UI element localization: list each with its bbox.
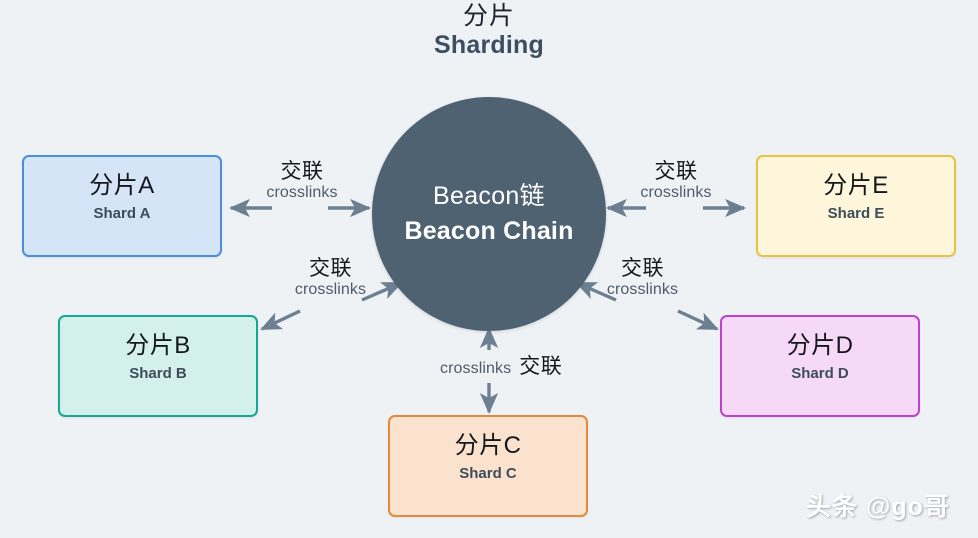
crosslink-label-d: 交联 crosslinks bbox=[570, 257, 715, 300]
crosslink-d-chinese: 交联 bbox=[621, 257, 664, 280]
crosslink-label-b: 交联 crosslinks bbox=[258, 257, 403, 300]
crosslink-c-english: crosslinks bbox=[440, 360, 512, 377]
crosslink-e-chinese: 交联 bbox=[654, 160, 698, 183]
title-chinese: 分片 bbox=[462, 2, 515, 30]
shard-node-a[interactable]: 分片A Shard A bbox=[22, 155, 222, 257]
crosslink-d-english: crosslinks bbox=[606, 281, 679, 299]
beacon-chain-node[interactable]: Beacon链 Beacon Chain bbox=[372, 97, 606, 331]
shard-b-label-english: Shard B bbox=[129, 365, 187, 382]
shard-node-e[interactable]: 分片E Shard E bbox=[756, 155, 956, 257]
shard-node-b[interactable]: 分片B Shard B bbox=[58, 315, 258, 417]
shard-a-label-english: Shard A bbox=[93, 205, 151, 222]
shard-e-label-chinese: 分片E bbox=[823, 172, 889, 199]
crosslink-c-chinese: 交联 bbox=[519, 355, 563, 378]
beacon-chain-label-chinese: Beacon链 bbox=[433, 181, 545, 210]
shard-c-label-english: Shard C bbox=[459, 465, 517, 482]
shard-c-label-chinese: 分片C bbox=[454, 432, 522, 459]
shard-a-label-chinese: 分片A bbox=[89, 172, 155, 199]
crosslink-label-e: 交联 crosslinks bbox=[606, 160, 746, 203]
shard-d-label-english: Shard D bbox=[791, 365, 849, 382]
shard-node-c[interactable]: 分片C Shard C bbox=[388, 415, 588, 517]
title-english: Sharding bbox=[434, 31, 544, 59]
crosslink-a-english: crosslinks bbox=[266, 184, 338, 202]
crosslink-b-chinese: 交联 bbox=[309, 257, 352, 280]
beacon-chain-label-english: Beacon Chain bbox=[404, 216, 574, 245]
shard-d-label-chinese: 分片D bbox=[786, 332, 854, 359]
crosslink-label-a: 交联 crosslinks bbox=[232, 160, 372, 203]
crosslink-e-english: crosslinks bbox=[640, 184, 712, 202]
shard-e-label-english: Shard E bbox=[827, 205, 885, 222]
shard-b-label-chinese: 分片B bbox=[125, 332, 191, 359]
crosslink-a-chinese: 交联 bbox=[280, 160, 324, 183]
watermark: 头条 @go哥 bbox=[806, 493, 950, 521]
crosslink-label-c: crosslinks 交联 bbox=[440, 350, 620, 380]
page-title: 分片 Sharding bbox=[0, 2, 978, 59]
shard-node-d[interactable]: 分片D Shard D bbox=[720, 315, 920, 417]
crosslink-b-english: crosslinks bbox=[294, 281, 367, 299]
